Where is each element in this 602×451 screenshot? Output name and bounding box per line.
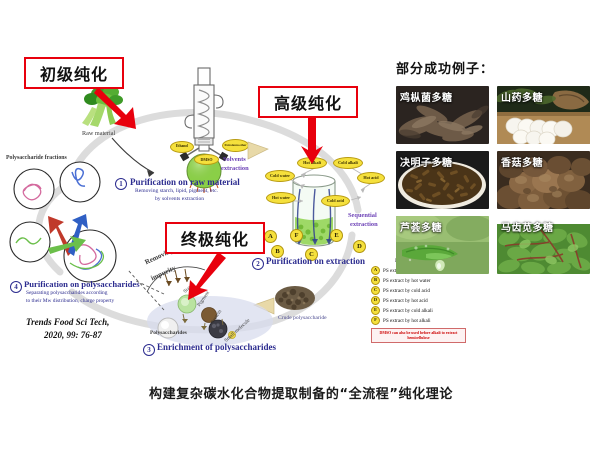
- example-photo-2[interactable]: 山药多糖: [497, 86, 590, 144]
- crude-polysaccharide-icon: [275, 286, 315, 310]
- legend-mark-d: D: [371, 296, 380, 306]
- legend-text-d: PS extract by hot acid: [383, 297, 428, 304]
- example-photo-3[interactable]: 决明子多糖: [396, 151, 489, 209]
- legend-item: F PS extract by hot alkali: [371, 316, 466, 326]
- example-image-3: [396, 151, 489, 209]
- flask-oval-left: Ethanol: [170, 141, 194, 153]
- callout-primary-arrow: [94, 87, 136, 129]
- beaker-oval-cold-alkali: Cold alkali: [333, 157, 363, 169]
- citation-line-2: 2020, 99: 76-87: [44, 330, 102, 340]
- legend-text-c: PS extract by cold acid: [383, 287, 430, 294]
- example-image-4: [497, 151, 590, 209]
- example-label-4: 香菇多糖: [501, 158, 543, 169]
- sequential-extraction-label-line2: extraction: [350, 221, 378, 228]
- dashed-leader: [127, 269, 165, 311]
- examples-panel: 部分成功例子：: [396, 58, 596, 274]
- crude-polysaccharide-label: Crude polysaccharide: [278, 315, 327, 321]
- impurity-particles: [157, 294, 236, 339]
- step-1-sub2: by solvents extraction: [155, 196, 205, 202]
- solvents-extraction-label-line1: Solvents: [223, 156, 246, 163]
- flask-solvent-label: DMSO: [194, 154, 219, 165]
- example-image-6: [497, 216, 590, 274]
- legend-item: E PS extract by cold alkali: [371, 306, 466, 316]
- solvents-extraction-label-line2: extraction: [221, 165, 249, 172]
- callout-advanced-purification[interactable]: 高级纯化: [258, 86, 358, 118]
- examples-title: 部分成功例子：: [396, 62, 495, 77]
- removing-impurity-arc: [146, 266, 206, 293]
- beaker-oval-cold-water: Cold water: [265, 170, 295, 182]
- beaker-letter-b: B: [271, 245, 284, 258]
- fraction-separation-arrows: [48, 214, 88, 256]
- example-label-6: 马齿苋多糖: [501, 223, 554, 234]
- legend-mark-f: F: [371, 316, 380, 326]
- example-image-5: [396, 216, 489, 274]
- beaker-oval-hot-water: Hot water: [266, 192, 296, 204]
- example-label-1: 鸡枞菌多糖: [400, 93, 453, 104]
- beaker-oval-cold-acid: Cold acid: [321, 195, 350, 207]
- step-4-sub1: Separating polysaccharides according: [26, 290, 108, 296]
- example-label-2: 山药多糖: [501, 93, 543, 104]
- raw-material-label: Raw material: [82, 130, 116, 137]
- examples-photo-grid: 鸡枞菌多糖: [396, 86, 596, 274]
- legend-mark-a: A: [371, 266, 380, 275]
- legend-item: C PS extract by cold acid: [371, 286, 466, 296]
- legend-mark-c: C: [371, 286, 380, 296]
- slide-caption: 构建复杂碳水化合物提取制备的“全流程”纯化理论: [149, 387, 453, 402]
- example-photo-5[interactable]: 芦荟多糖: [396, 216, 489, 274]
- citation-line-1: Trends Food Sci Tech,: [26, 317, 110, 327]
- step-1-sub1: Removing starch, lipid, pigment, etc.: [135, 188, 218, 194]
- legend-item: D PS extract by hot acid: [371, 296, 466, 306]
- beaker-oval-hot-acid: Hot acid: [357, 172, 385, 184]
- stage-transition-arrow-1: [247, 141, 269, 160]
- example-photo-1[interactable]: 鸡枞菌多糖: [396, 86, 489, 144]
- callout-primary-purification[interactable]: 初级纯化: [24, 57, 124, 89]
- flask-oval-right: Petroleum ether: [222, 139, 249, 152]
- step-4-number: 4: [10, 281, 22, 293]
- beaker-letter-d: D: [353, 240, 366, 253]
- legend-item: B PS extract by hot water: [371, 276, 466, 286]
- callout-advanced-arrow: [301, 116, 323, 164]
- step-4-title: Purification on polysaccharides: [24, 279, 140, 289]
- legend-mark-e: E: [371, 306, 380, 316]
- legend-mark-b: B: [371, 276, 380, 286]
- beaker-letter-a: A: [264, 230, 277, 243]
- polysaccharide-fractions-label: Polysaccharide fractions: [6, 155, 67, 161]
- step-3-title: Enrichment of polysaccharides: [157, 342, 276, 352]
- legend-text-e: PS extract by cold alkali: [383, 307, 433, 314]
- step-2-number: 2: [252, 258, 264, 270]
- raw-to-flask-arrow: [111, 137, 155, 177]
- sequential-extraction-label-line1: Sequential: [348, 212, 377, 219]
- callout-ultimate-purification[interactable]: 终极纯化: [165, 222, 265, 254]
- example-label-3: 决明子多糖: [400, 158, 453, 169]
- example-photo-4[interactable]: 香菇多糖: [497, 151, 590, 209]
- polysaccharides-label: Polysaccharides: [150, 330, 187, 336]
- step-1-title: Purification on raw material: [130, 177, 240, 187]
- callout-ultimate-arrow: [188, 252, 226, 300]
- step-2-title: Purification on extraction: [266, 256, 365, 266]
- example-photo-6[interactable]: 马齿苋多糖: [497, 216, 590, 274]
- example-image-1: [396, 86, 489, 144]
- step-3-number: 3: [143, 344, 155, 356]
- step-1-number: 1: [115, 178, 127, 190]
- example-label-5: 芦荟多糖: [400, 223, 442, 234]
- example-image-2: [497, 86, 590, 144]
- step-4-sub2: to their Mw distribution, charge propert…: [26, 298, 115, 304]
- legend-text-f: PS extract by hot alkali: [383, 317, 431, 324]
- beaker-letter-e: E: [330, 229, 343, 242]
- legend-note: DMSO can also be used before alkali to e…: [371, 328, 466, 344]
- beaker-letter-f: F: [290, 229, 303, 242]
- legend-text-b: PS extract by hot water: [383, 277, 431, 284]
- beaker-letter-c: C: [305, 248, 318, 261]
